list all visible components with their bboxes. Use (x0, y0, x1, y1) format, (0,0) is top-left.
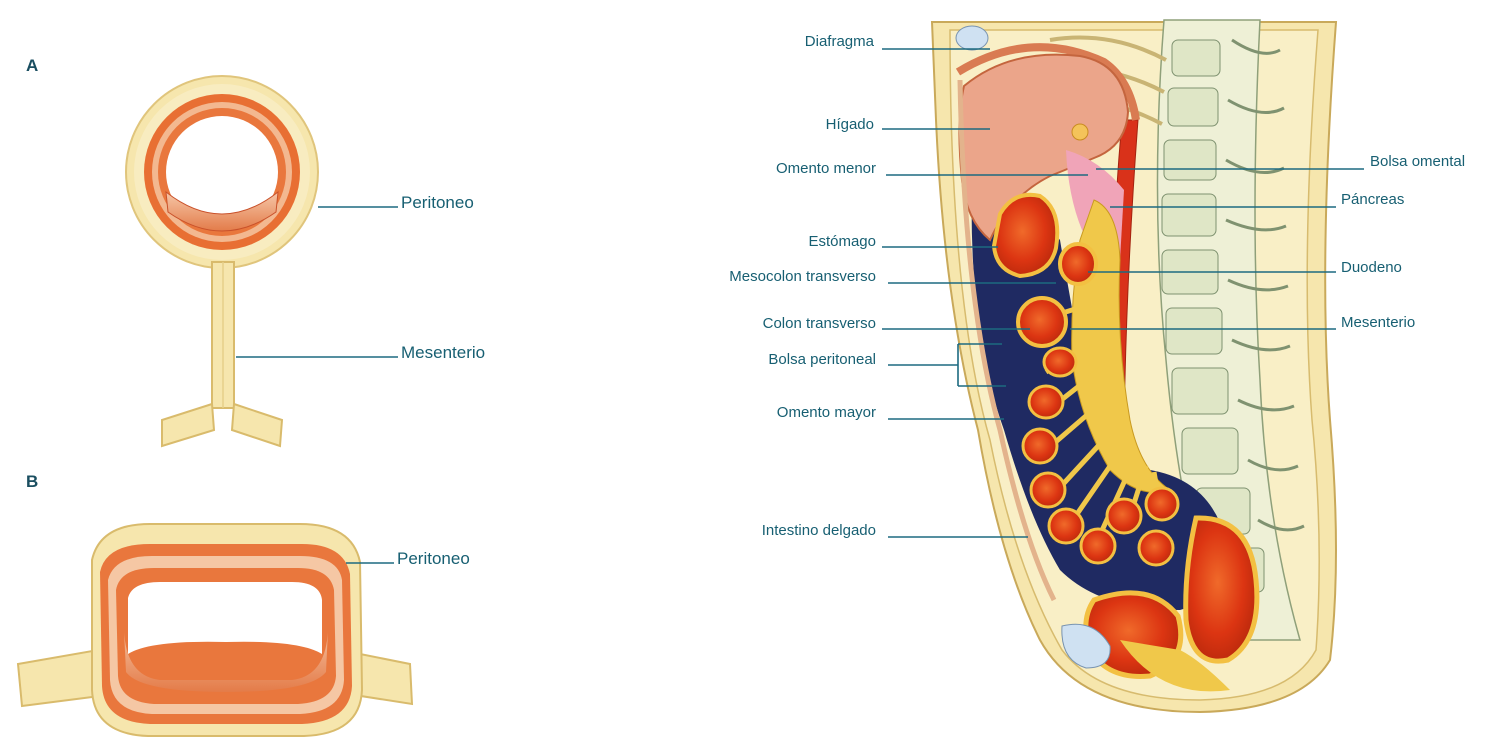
intestine-cross-section-b (16, 523, 414, 737)
section-labels-left: Diafragma Hígado Omento menor Estómago M… (729, 33, 1088, 539)
intestine-cross-section-a (125, 75, 319, 269)
bladder (1061, 623, 1111, 669)
label-bolsa-omental: Bolsa omental (1370, 153, 1465, 170)
label-diafragma: Diafragma (805, 33, 875, 50)
label-bolsa-peritoneal: Bolsa peritoneal (768, 351, 876, 368)
diaphragm (955, 43, 1140, 121)
sagittal-section (930, 19, 1338, 714)
label-omento-menor: Omento menor (776, 160, 876, 177)
small-intestine-loops (1021, 346, 1180, 567)
label-pancreas: Páncreas (1341, 191, 1404, 208)
panel-a-letter: A (26, 56, 38, 75)
sigmoid-colon (1183, 515, 1260, 664)
mesentery-stalk-a (161, 261, 284, 448)
duodenum (1058, 242, 1098, 286)
section-labels-right: Bolsa omental Páncreas Duodeno Mesenteri… (1070, 153, 1465, 331)
panel-a: A Peritoneo Mesenterio (26, 56, 485, 448)
stomach (991, 192, 1060, 279)
label-colon-transverso: Colon transverso (763, 315, 876, 332)
spine (1156, 19, 1305, 641)
peritoneo-b-label: Peritoneo (397, 549, 470, 568)
label-omento-mayor: Omento mayor (777, 404, 876, 421)
panel-b: B Peritoneo (16, 472, 470, 737)
peritoneo-a-label: Peritoneo (401, 193, 474, 212)
label-intestino-delgado: Intestino delgado (762, 522, 876, 539)
label-mesenterio: Mesenterio (1341, 314, 1415, 331)
label-estomago: Estómago (808, 233, 876, 250)
label-duodeno: Duodeno (1341, 259, 1402, 276)
transverse-colon (1016, 296, 1068, 348)
panel-b-letter: B (26, 472, 38, 491)
label-higado: Hígado (826, 116, 874, 133)
label-mesocolon: Mesocolon transverso (729, 268, 876, 285)
mesenterio-a-label: Mesenterio (401, 343, 485, 362)
